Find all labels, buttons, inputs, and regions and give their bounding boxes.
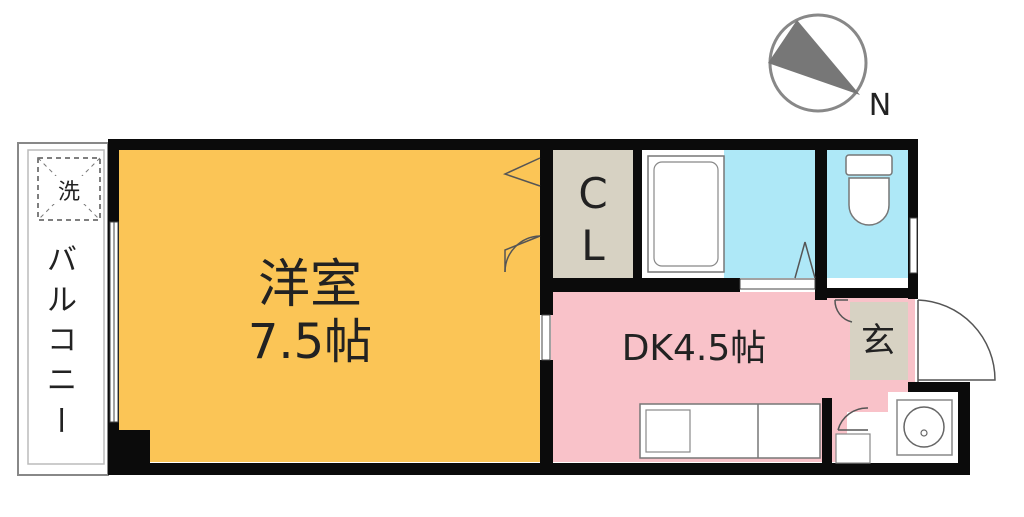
bathtub (647, 155, 725, 273)
toilet-icon (845, 154, 893, 226)
balcony-label-2: ル (47, 283, 77, 318)
western-room (118, 149, 540, 462)
balcony: 洗 バ ル コ ニ ー (17, 142, 109, 476)
entrance (850, 302, 908, 380)
north-compass-icon: N (768, 13, 891, 123)
dk-room-label: DK4.5帖 (622, 328, 767, 369)
north-label: N (869, 88, 891, 123)
washbasin-icon (896, 399, 953, 456)
closet-label-l: L (581, 221, 605, 270)
washer-label: 洗 (58, 180, 80, 205)
walls (108, 139, 970, 475)
windows (109, 217, 918, 423)
balcony-label-5: ー (42, 405, 77, 435)
entrance-label: 玄 (861, 321, 895, 361)
doors (502, 157, 996, 431)
balcony-label-1: バ (47, 243, 77, 278)
western-room-name: 洋室 (258, 255, 362, 315)
closet (551, 149, 633, 278)
kitchen-counter (639, 403, 821, 459)
fridge-space (835, 433, 871, 464)
western-room-size: 7.5帖 (248, 314, 372, 370)
balcony-label-4: ニ (47, 363, 77, 398)
balcony-label-3: コ (47, 323, 77, 358)
closet-label-c: C (578, 169, 607, 218)
